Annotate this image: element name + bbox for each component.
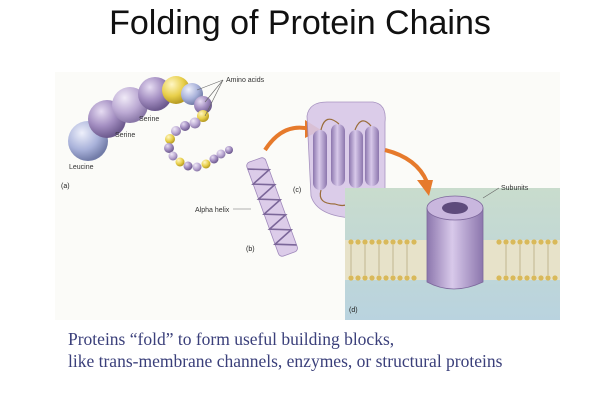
label-subunits: Subunits — [501, 185, 529, 192]
amino-acids-pointer — [196, 79, 224, 117]
arrow-c-to-d — [384, 148, 429, 183]
panel-label-c: (c) — [293, 187, 301, 194]
caption-line-2: like trans-membrane channels, enzymes, o… — [68, 351, 503, 371]
panel-label-a: (a) — [61, 183, 70, 190]
protein-folding-diagram: Amino acids Serine Serine Leucine (a) Al… — [55, 72, 560, 320]
caption-line-1: Proteins “fold” to form useful building … — [68, 329, 395, 349]
bead-chain — [164, 110, 233, 172]
label-amino-acids: Amino acids — [226, 77, 265, 84]
alpha-helix — [246, 157, 298, 257]
channel-protein — [426, 195, 484, 290]
subunits-pointer — [482, 187, 500, 199]
label-serine-2: Serine — [115, 132, 135, 139]
slide-caption: Proteins “fold” to form useful building … — [68, 328, 598, 372]
panel-label-b: (b) — [246, 246, 255, 253]
label-serine-1: Serine — [139, 116, 159, 123]
label-leucine: Leucine — [69, 164, 94, 171]
label-alpha-helix: Alpha helix — [195, 207, 230, 214]
slide-title: Folding of Protein Chains — [109, 4, 491, 42]
panel-label-d: (d) — [349, 307, 358, 314]
arrow-c-to-d-head — [417, 180, 433, 196]
amino-acid-chain — [68, 76, 212, 161]
